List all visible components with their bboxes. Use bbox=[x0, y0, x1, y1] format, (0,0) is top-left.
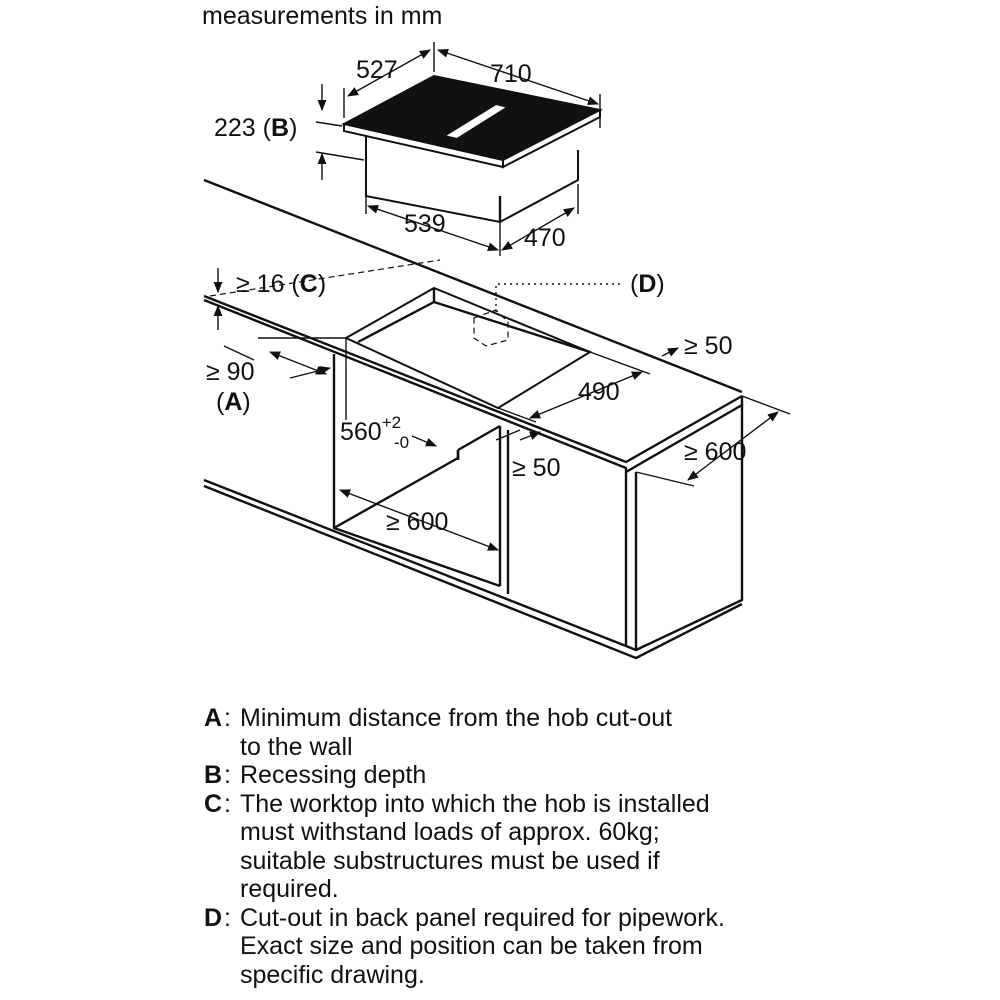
dim-worktop-thickness: ≥ 16 (C) bbox=[213, 268, 326, 330]
ref-b: B bbox=[271, 114, 289, 142]
dim-539: 539 bbox=[404, 210, 446, 238]
dim-body-depth: 470 bbox=[501, 184, 579, 252]
dim-560-tol-plus: +2 bbox=[382, 413, 401, 432]
dim-ge16: ≥ 16 bbox=[236, 270, 284, 298]
downdraft-vent bbox=[441, 102, 511, 141]
svg-text:223 (B): 223 (B) bbox=[214, 114, 297, 142]
kitchen-cabinet bbox=[203, 178, 744, 660]
dim-710: 710 bbox=[490, 60, 532, 88]
dim-hob-width: 710 bbox=[436, 48, 601, 128]
measurements-title: measurements in mm bbox=[202, 2, 442, 30]
legend-notes: A: Minimum distance from the hob cut-out … bbox=[204, 704, 984, 989]
note-text: The worktop into which the hob is instal… bbox=[240, 789, 710, 904]
dim-490: 490 bbox=[578, 378, 620, 406]
note-item: C: The worktop into which the hob is inst… bbox=[204, 790, 984, 904]
dim-cabinet-width: ≥ 600 bbox=[338, 489, 500, 551]
note-text: Cut-out in back panel required for pipew… bbox=[240, 903, 725, 989]
note-separator: : bbox=[224, 761, 231, 789]
dim-527: 527 bbox=[356, 56, 398, 84]
dim-560-tol-minus: -0 bbox=[394, 433, 409, 452]
dim-ge50-front: ≥ 50 bbox=[512, 454, 560, 482]
note-separator: : bbox=[224, 704, 231, 732]
callout-d: (D) bbox=[495, 270, 665, 312]
dim-hob-depth: 527 bbox=[343, 42, 435, 118]
dim-470: 470 bbox=[524, 224, 566, 252]
svg-text:≥ 16 (C): ≥ 16 (C) bbox=[236, 270, 326, 298]
dim-body-width: 539 bbox=[365, 196, 501, 256]
dim-223: 223 bbox=[214, 114, 256, 142]
cabinet-right-panel bbox=[624, 472, 638, 652]
note-key: B bbox=[204, 761, 223, 789]
dim-rear-clearance: ≥ 50 bbox=[661, 332, 732, 360]
svg-text:560+2: 560+2 bbox=[340, 413, 401, 446]
note-key: D bbox=[204, 903, 223, 932]
ref-a: A bbox=[224, 388, 242, 416]
hob-cutout bbox=[343, 286, 593, 410]
dim-wall-distance: ≥ 90 (A) bbox=[206, 337, 346, 416]
note-separator: : bbox=[224, 789, 231, 818]
hob-unit bbox=[341, 74, 603, 224]
note-separator: : bbox=[224, 903, 231, 932]
note-text: Recessing depth bbox=[240, 761, 427, 789]
svg-text:(A): (A) bbox=[216, 388, 251, 416]
ref-c: C bbox=[300, 270, 318, 298]
dim-ge600-width: ≥ 600 bbox=[386, 508, 448, 536]
note-item: A: Minimum distance from the hob cut-out … bbox=[204, 704, 984, 761]
note-item: D: Cut-out in back panel required for pip… bbox=[204, 904, 984, 990]
dim-cutout-width: 560+2 -0 bbox=[340, 338, 438, 452]
dim-ge90: ≥ 90 bbox=[206, 358, 254, 386]
ref-d: D bbox=[638, 270, 656, 298]
wall-top-edge bbox=[203, 178, 743, 394]
svg-text:(D): (D) bbox=[630, 270, 665, 298]
dim-560: 560 bbox=[340, 418, 382, 446]
dim-cutout-depth: 490 bbox=[497, 351, 651, 423]
floor-line bbox=[203, 478, 627, 648]
dim-ge600-depth: ≥ 600 bbox=[684, 438, 746, 466]
dim-worktop-depth: ≥ 600 bbox=[635, 395, 791, 487]
note-key: A bbox=[204, 704, 223, 732]
dim-ge50-rear: ≥ 50 bbox=[684, 332, 732, 360]
note-key: C bbox=[204, 789, 223, 818]
dim-recess-depth: 223 (B) bbox=[214, 84, 365, 180]
note-text: Minimum distance from the hob cut-out to… bbox=[240, 704, 673, 761]
note-item: B: Recessing depth bbox=[204, 761, 984, 790]
dim-front-clearance: ≥ 50 bbox=[495, 429, 560, 482]
